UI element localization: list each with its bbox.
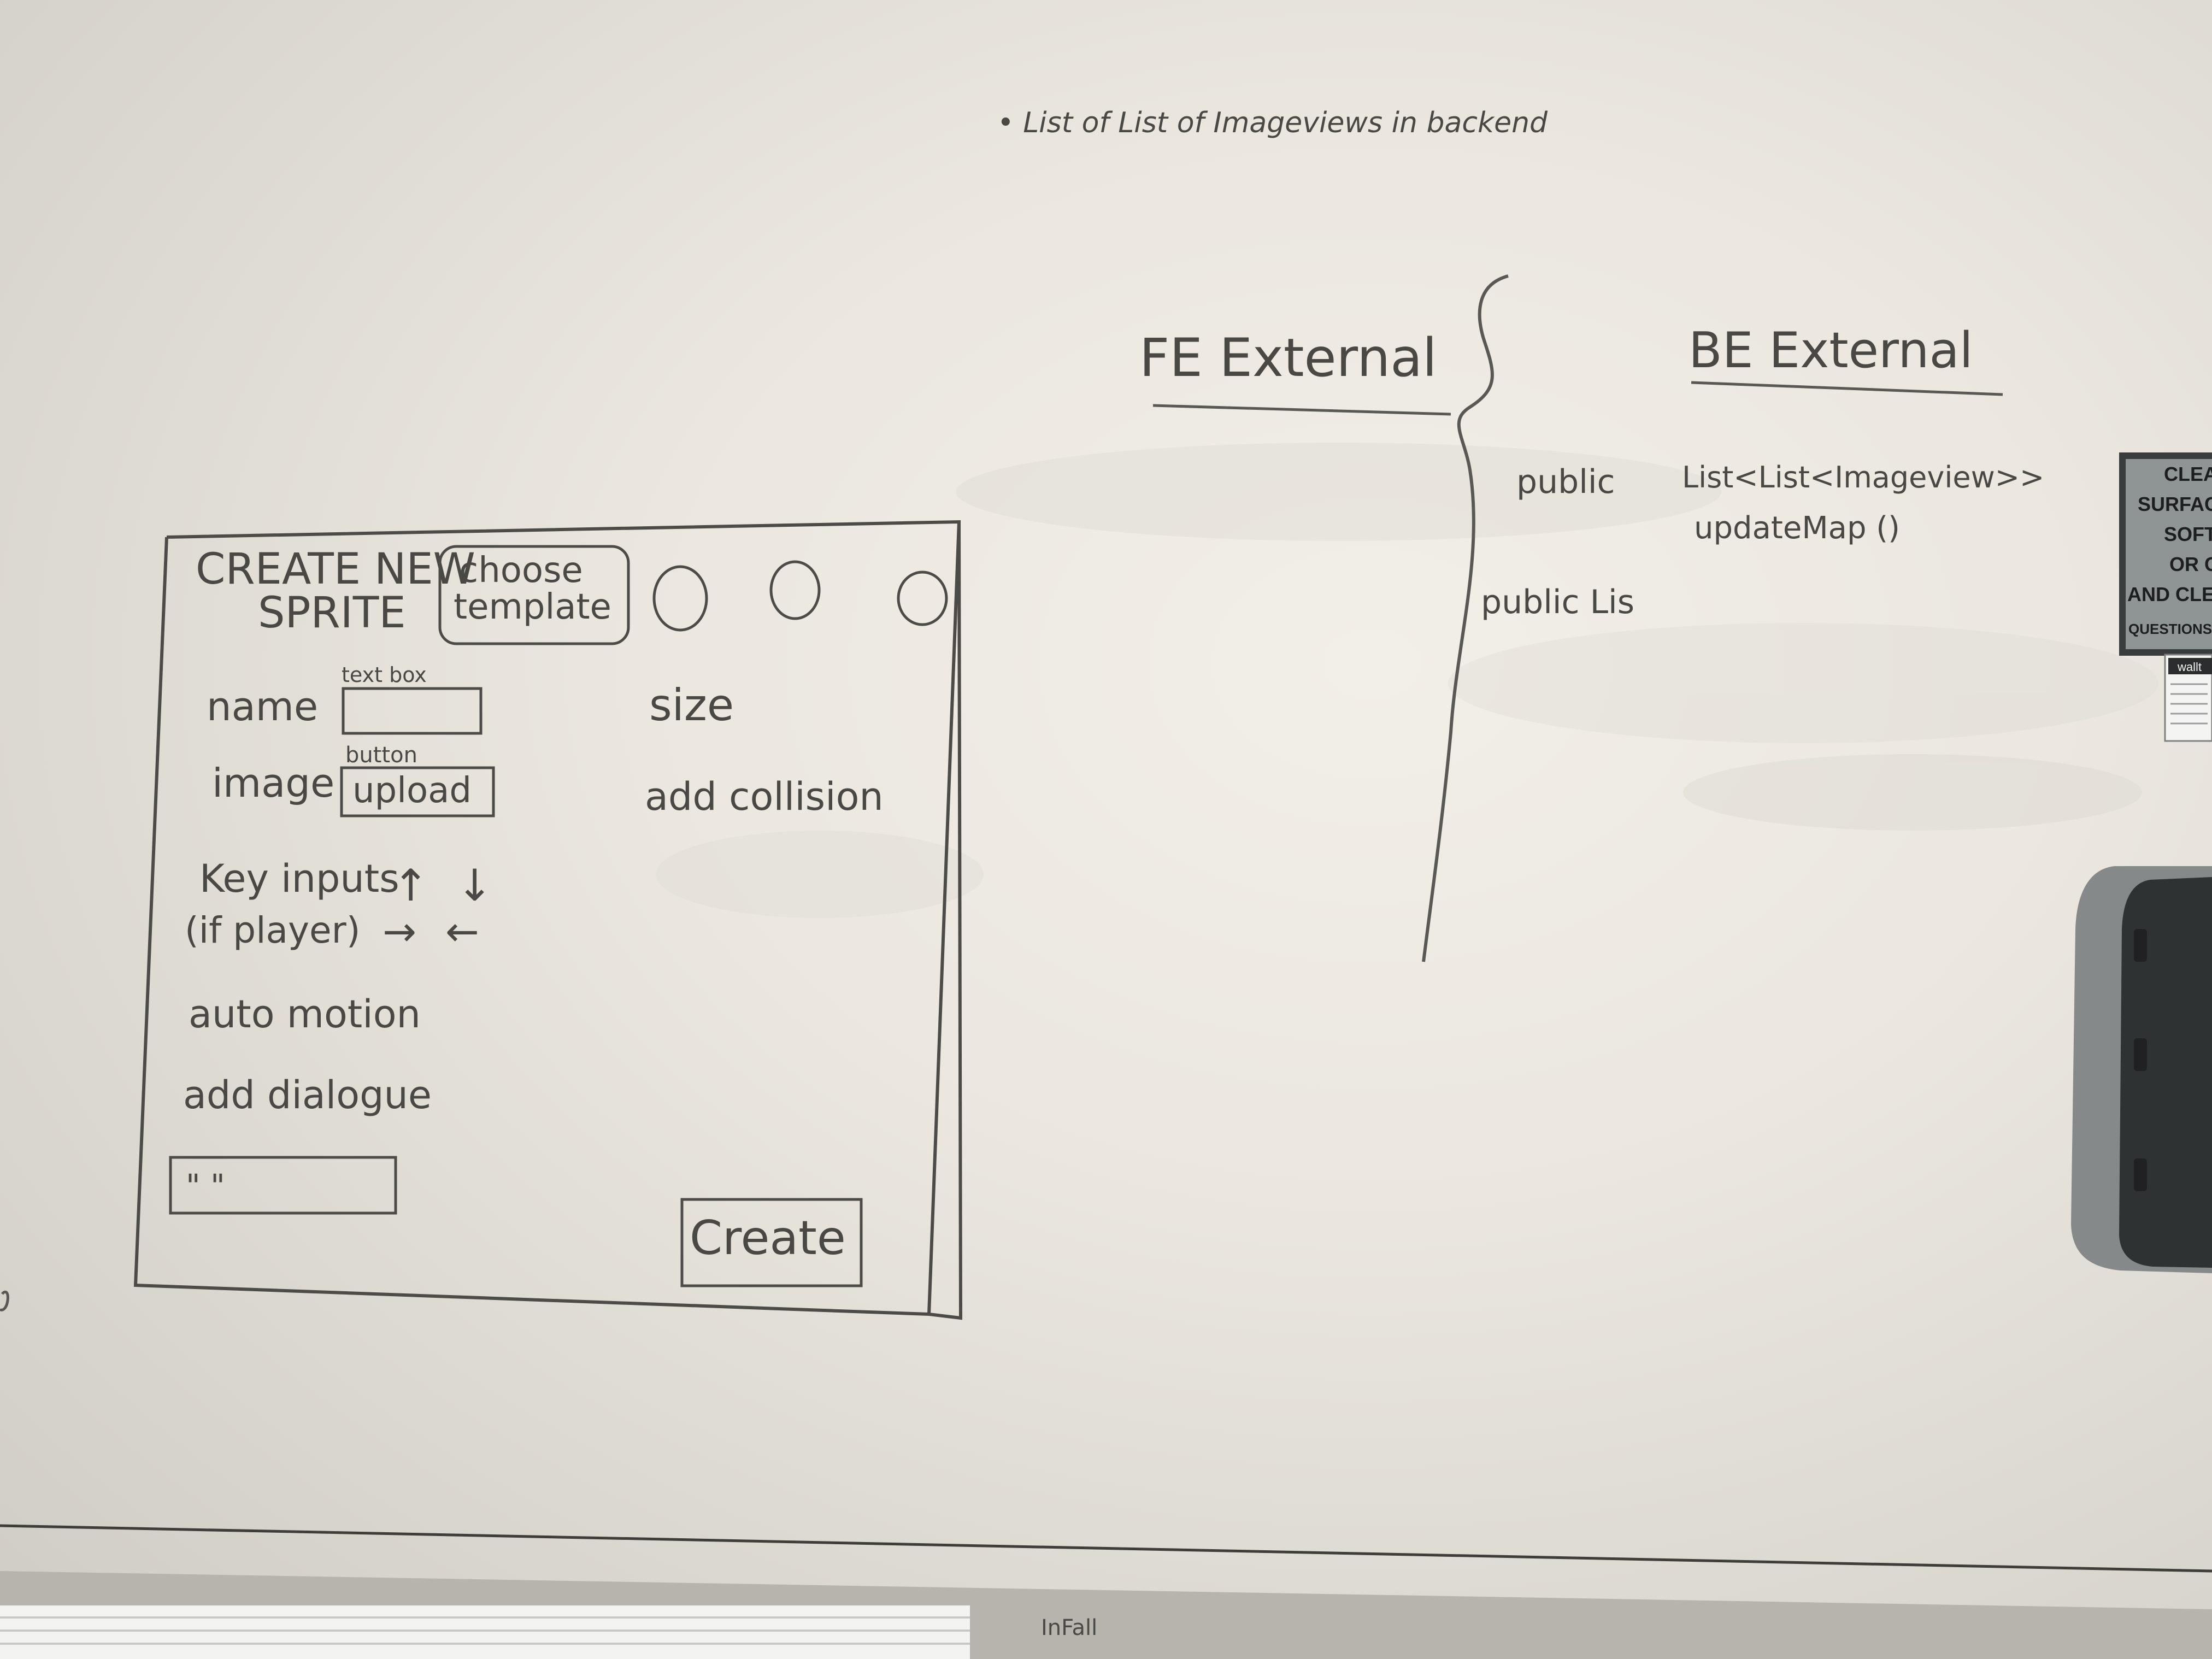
arrow-left-icon[interactable]: ←	[445, 908, 479, 955]
size-label: size	[649, 680, 734, 731]
auto-motion-label: auto motion	[189, 992, 421, 1037]
fe-line-public-list: public Lis	[1481, 583, 1634, 621]
title-sprite: SPRITE	[258, 589, 406, 638]
divider-brace	[1422, 274, 1509, 962]
external-api-diagram: FE External public public Lis BE Externa…	[1139, 274, 2044, 962]
template-option-circle-1[interactable]	[652, 565, 708, 632]
title-create-new: CREATE NEW	[196, 545, 475, 594]
arrow-right-icon[interactable]: →	[383, 908, 416, 955]
add-collision-label: add collision	[645, 774, 884, 819]
sign-line-2: SURFAC	[2138, 493, 2212, 515]
choose-template-button[interactable]	[438, 545, 630, 645]
eraser-smudges	[656, 443, 2158, 918]
sign-line-1: CLEA	[2164, 463, 2212, 485]
name-label: name	[207, 684, 318, 730]
wall-sign: CLEA SURFAC SOFT OR C AND CLE QUESTIONS …	[2119, 452, 2212, 742]
arrow-down-icon[interactable]: ↓	[456, 860, 493, 911]
choose-template-label-2: template	[454, 587, 611, 627]
bottom-mark: InFall	[1041, 1615, 1097, 1640]
be-line-return-type: List<List<Imageview>>	[1682, 460, 2044, 495]
marker-tray-ridges	[0, 1616, 970, 1645]
choose-template-label-1: choose	[459, 550, 583, 591]
template-option-circle-2[interactable]	[769, 560, 821, 620]
if-player-label: (if player)	[185, 909, 361, 951]
top-note: • List of List of Imageviews in backend	[997, 107, 1548, 139]
key-inputs-label: Key inputs	[199, 856, 399, 901]
sign-line-4: OR C	[2169, 553, 2212, 575]
be-heading-underline	[1691, 381, 2003, 396]
board-bottom: InFall	[0, 1524, 2212, 1659]
sticker-fine-print	[2170, 683, 2208, 725]
fe-line-public: public	[1516, 463, 1615, 501]
stray-mark	[0, 1290, 9, 1311]
create-button[interactable]	[680, 1198, 863, 1287]
sketch-frame	[133, 520, 963, 1320]
fe-external-heading: FE External	[1139, 327, 1437, 389]
sticker-label: wallt	[2177, 660, 2202, 674]
sign-line-5: AND CLE	[2127, 583, 2212, 605]
name-annotation: text box	[342, 663, 427, 687]
be-line-update-map: updateMap ()	[1694, 510, 1900, 546]
sign-line-3: SOFT	[2164, 523, 2212, 545]
upload-button[interactable]	[340, 766, 495, 817]
create-label: Create	[690, 1211, 846, 1266]
sprite-creator-sketch: CREATE NEW SPRITE choose template name t…	[133, 520, 963, 1320]
sign-line-6: QUESTIONS	[2128, 621, 2212, 637]
add-dialogue-label: add dialogue	[183, 1073, 432, 1117]
image-annotation: button	[345, 743, 417, 768]
dialogue-text-box[interactable]	[169, 1156, 397, 1215]
fe-heading-underline	[1152, 404, 1451, 416]
marker-tray	[0, 1605, 970, 1659]
wall-dispenser	[2071, 866, 2212, 1273]
upload-label: upload	[352, 770, 472, 811]
be-external-heading: BE External	[1689, 322, 1973, 379]
image-label: image	[212, 760, 334, 806]
name-text-box[interactable]	[342, 687, 483, 735]
dialogue-box-text: " "	[186, 1167, 225, 1204]
board-bottom-edge	[0, 1524, 2212, 1573]
arrow-up-icon[interactable]: ↑	[392, 860, 429, 911]
template-option-circle-3[interactable]	[897, 570, 948, 626]
